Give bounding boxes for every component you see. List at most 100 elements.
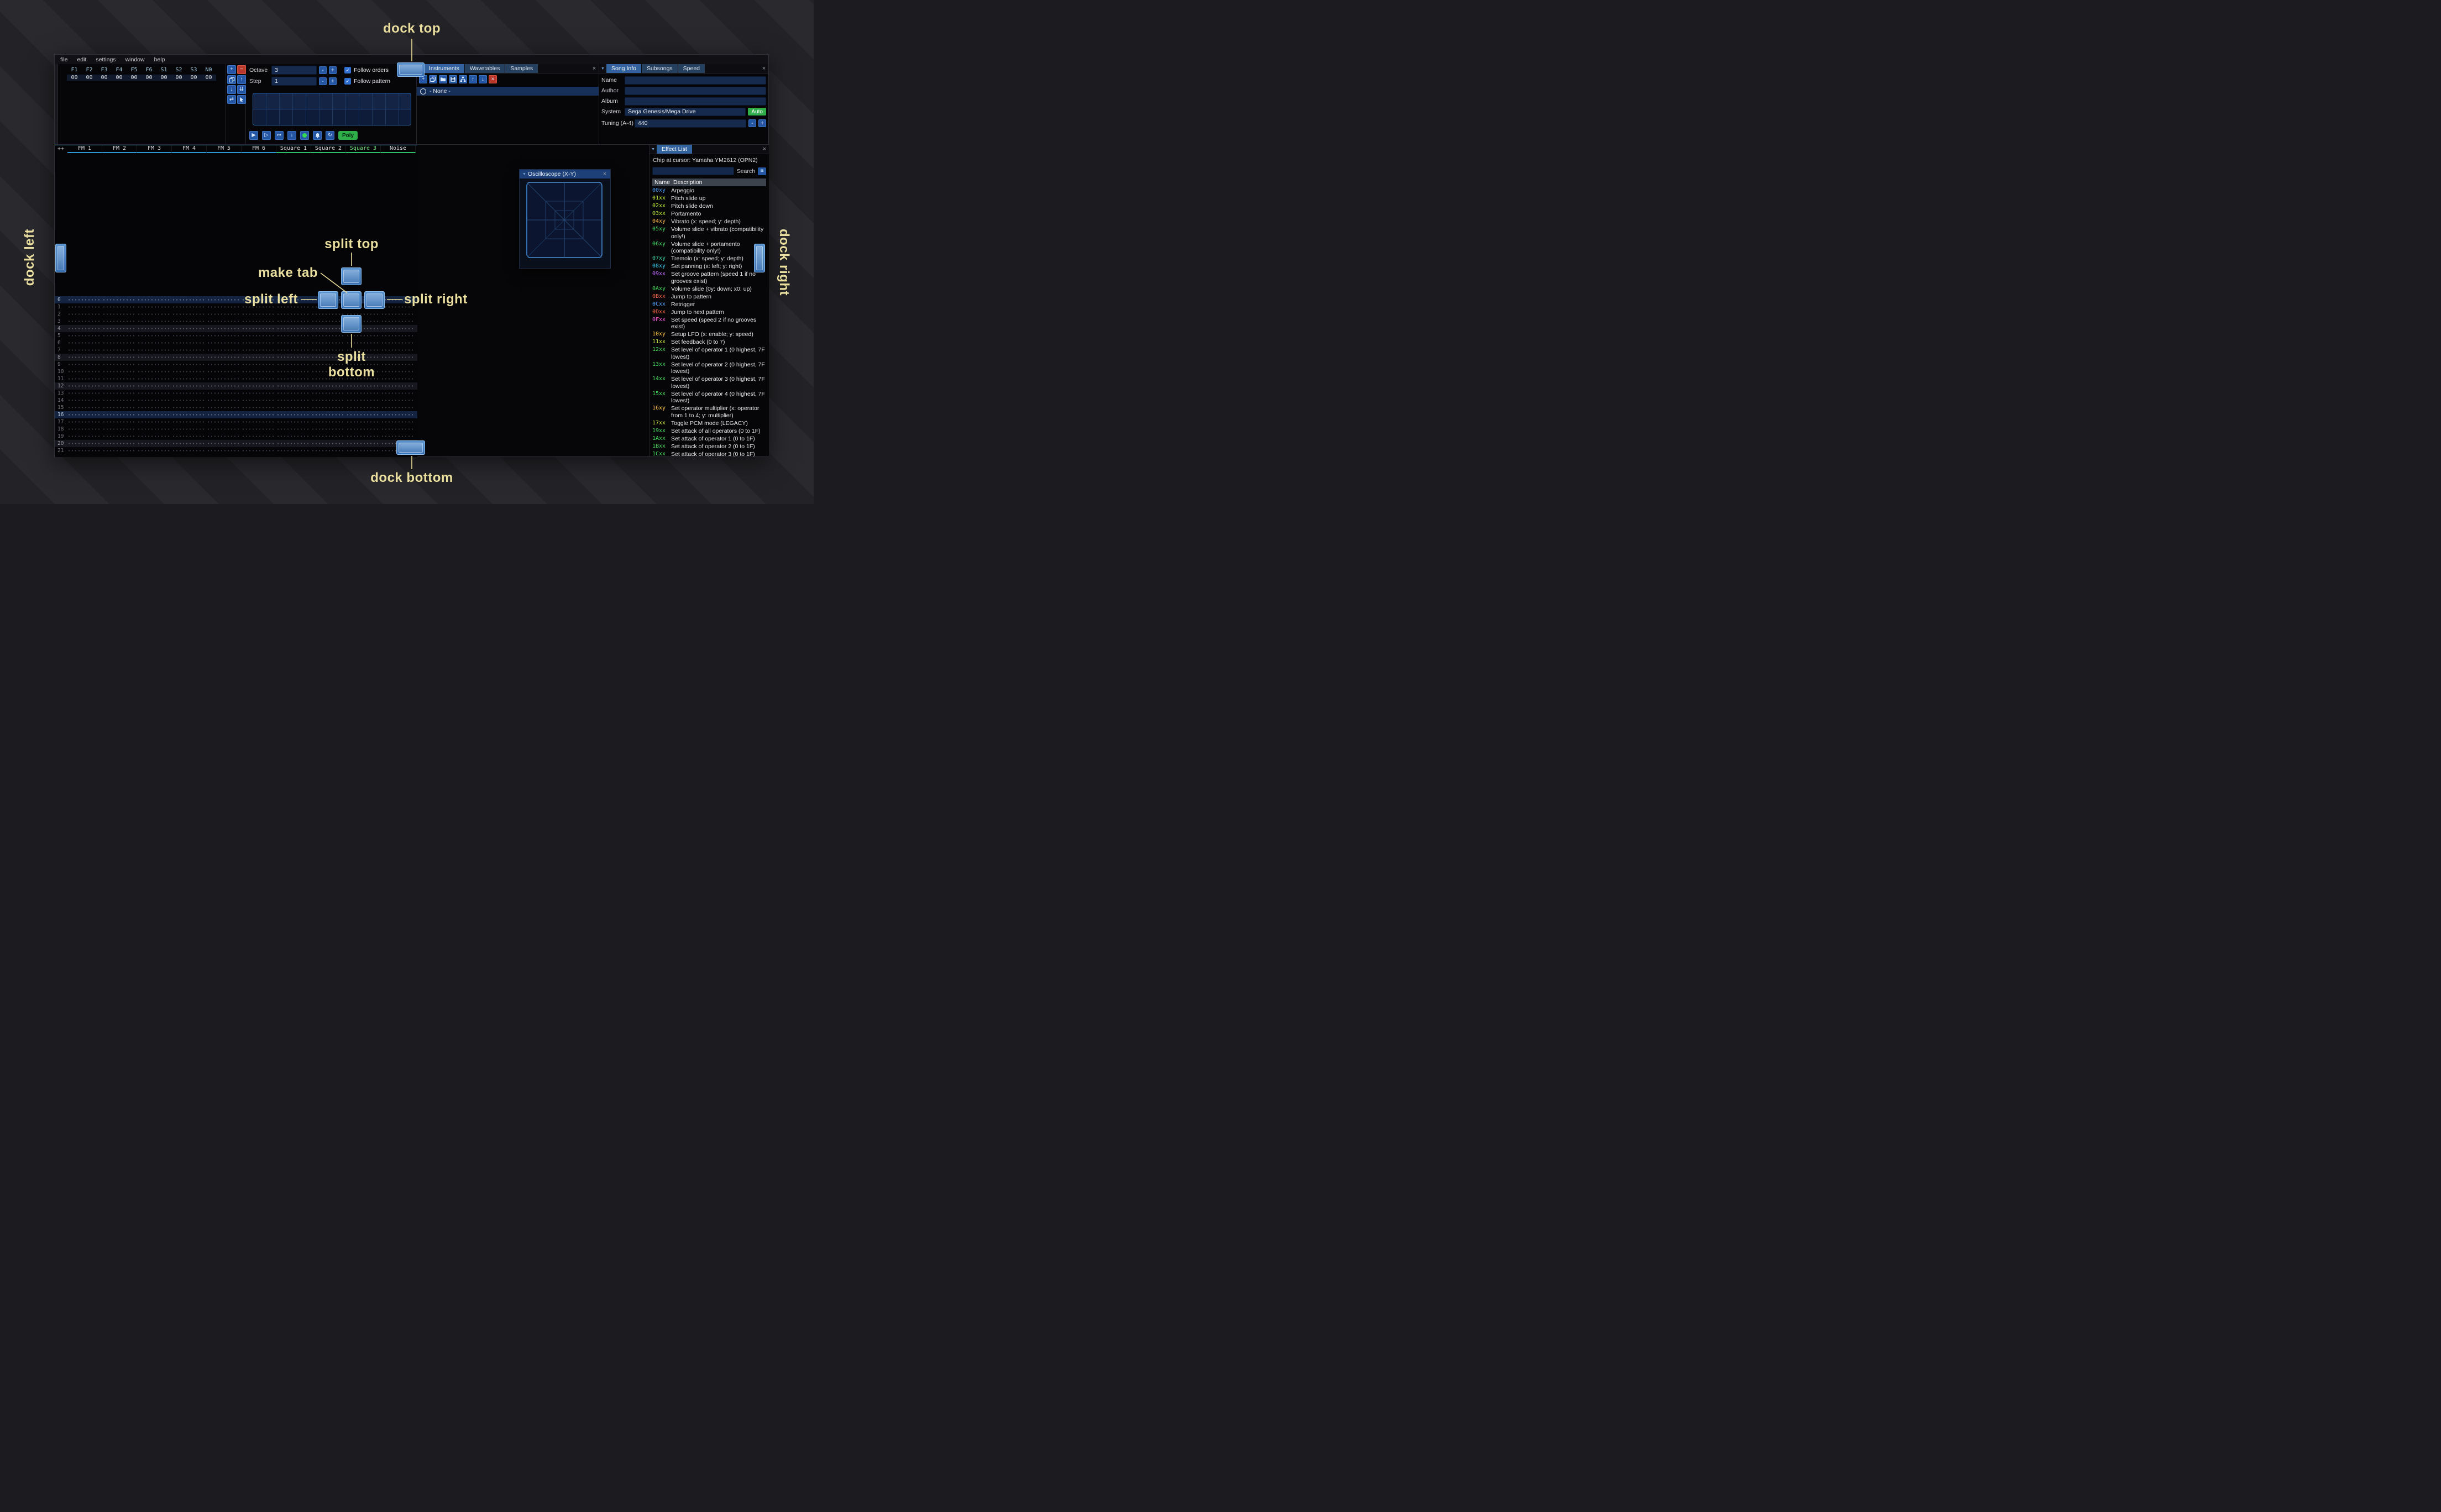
pattern-cell[interactable] [381, 312, 415, 316]
pattern-cell[interactable] [276, 406, 311, 410]
pattern-cell[interactable] [207, 420, 241, 424]
pattern-cell[interactable] [207, 427, 241, 431]
pattern-cell[interactable] [311, 406, 345, 410]
octave-decrease-button[interactable]: - [319, 66, 327, 74]
pattern-cell[interactable] [276, 327, 311, 330]
pattern-cell[interactable] [311, 391, 345, 395]
pattern-cell[interactable] [137, 370, 171, 374]
pattern-cell[interactable] [67, 442, 102, 445]
step-one-row-button[interactable]: ↓ [287, 131, 296, 140]
pattern-cell[interactable] [172, 370, 206, 374]
pattern-cell[interactable] [172, 442, 206, 445]
channel-header-noise[interactable]: Noise [381, 145, 416, 153]
pattern-cell[interactable] [67, 334, 102, 338]
pattern-cell[interactable] [242, 312, 276, 316]
pattern-cell[interactable] [346, 341, 380, 345]
pattern-cell[interactable] [102, 449, 137, 453]
system-input[interactable]: Sega Genesis/Mega Drive [625, 107, 746, 116]
tab-subsongs[interactable]: Subsongs [641, 64, 678, 73]
pattern-cell[interactable] [311, 377, 345, 381]
pattern-cell[interactable] [311, 312, 345, 316]
tab-samples[interactable]: Samples [505, 64, 539, 73]
channel-header-fm-1[interactable]: FM 1 [67, 145, 102, 153]
pattern-cell[interactable] [207, 391, 241, 395]
pattern-cell[interactable] [67, 363, 102, 366]
make-tab-target[interactable] [341, 291, 362, 309]
order-move-up-button[interactable]: ↑ [237, 75, 246, 84]
pattern-cell[interactable] [276, 312, 311, 316]
pattern-cell[interactable] [137, 427, 171, 431]
pattern-cell[interactable] [102, 442, 137, 445]
pattern-cell[interactable] [172, 334, 206, 338]
order-cell[interactable]: 00 [175, 75, 182, 81]
pattern-cell[interactable] [207, 298, 241, 302]
pattern-cell[interactable] [346, 319, 380, 323]
piano-lower-octaves[interactable] [253, 109, 411, 125]
pattern-cell[interactable] [276, 398, 311, 402]
pattern-cell[interactable] [67, 449, 102, 453]
metronome-button[interactable] [313, 131, 322, 140]
pattern-cell[interactable] [381, 305, 415, 309]
pattern-cell[interactable] [346, 442, 380, 445]
pattern-cell[interactable] [67, 427, 102, 431]
pattern-cell[interactable] [346, 434, 380, 438]
pattern-cell[interactable] [381, 406, 415, 410]
pattern-cell[interactable] [311, 384, 345, 388]
pattern-cell[interactable] [137, 298, 171, 302]
edit-toggle-button[interactable] [300, 131, 309, 140]
pattern-cell[interactable] [102, 420, 137, 424]
pattern-cell[interactable] [311, 442, 345, 445]
pattern-cell[interactable] [381, 319, 415, 323]
pattern-cell[interactable] [242, 363, 276, 366]
order-cell[interactable]: 00 [116, 75, 123, 81]
pattern-cell[interactable] [346, 384, 380, 388]
pattern-cell[interactable] [137, 341, 171, 345]
pattern-cell[interactable] [137, 377, 171, 381]
pattern-cell[interactable] [67, 406, 102, 410]
pattern-cell[interactable] [381, 434, 415, 438]
pattern-cell[interactable] [346, 327, 380, 330]
pattern-cell[interactable] [207, 442, 241, 445]
pattern-cell[interactable] [311, 341, 345, 345]
pattern-cell[interactable] [67, 420, 102, 424]
pattern-cell[interactable] [172, 305, 206, 309]
order-cell[interactable]: 00 [101, 75, 108, 81]
pattern-cell[interactable] [311, 427, 345, 431]
pattern-cell[interactable] [102, 384, 137, 388]
pattern-cell[interactable] [346, 305, 380, 309]
pattern-cell[interactable] [346, 391, 380, 395]
pattern-cell[interactable] [172, 377, 206, 381]
pattern-cell[interactable] [172, 348, 206, 352]
pattern-cell[interactable] [172, 406, 206, 410]
tuning-increase-button[interactable]: + [758, 119, 766, 127]
dock-bottom-target[interactable] [396, 440, 425, 455]
pattern-cell[interactable] [207, 406, 241, 410]
channel-header-fm-6[interactable]: FM 6 [242, 145, 276, 153]
pattern-cell[interactable] [242, 398, 276, 402]
tab-speed[interactable]: Speed [678, 64, 706, 73]
pattern-cell[interactable] [172, 327, 206, 330]
pattern-cell[interactable] [67, 377, 102, 381]
dock-right-target[interactable] [754, 244, 765, 272]
menu-item-file[interactable]: file [60, 56, 68, 63]
pattern-cell[interactable] [67, 413, 102, 417]
pattern-cell[interactable] [207, 413, 241, 417]
pattern-cell[interactable] [137, 391, 171, 395]
close-icon[interactable]: × [603, 171, 607, 177]
pattern-cell[interactable] [207, 384, 241, 388]
tab-effect-list[interactable]: Effect List [657, 145, 693, 154]
pattern-cell[interactable] [311, 355, 345, 359]
pattern-cell[interactable] [67, 341, 102, 345]
pattern-cell[interactable] [67, 327, 102, 330]
pattern-cell[interactable] [242, 355, 276, 359]
pattern-cell[interactable] [102, 427, 137, 431]
pattern-cell[interactable] [276, 420, 311, 424]
menu-item-edit[interactable]: edit [77, 56, 87, 63]
piano-upper-octaves[interactable] [253, 93, 411, 109]
pattern-cell[interactable] [346, 334, 380, 338]
